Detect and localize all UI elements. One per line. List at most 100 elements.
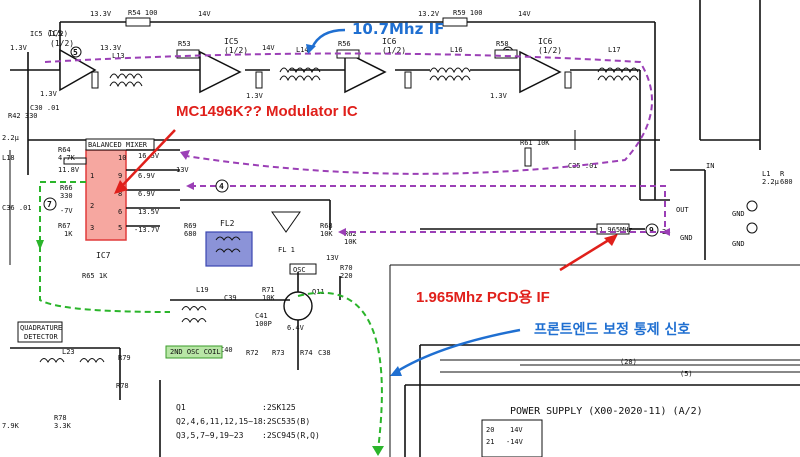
right-frame: [699, 0, 761, 150]
svg-text:R53: R53: [178, 40, 191, 48]
svg-text:9: 9: [649, 226, 654, 235]
svg-text:9: 9: [118, 172, 122, 180]
svg-text:GND: GND: [732, 240, 745, 248]
fl2-label: FL2: [220, 219, 235, 228]
svg-text:13.5V: 13.5V: [138, 208, 160, 216]
svg-text:21: 21: [486, 438, 494, 446]
svg-text:R72: R72: [246, 349, 259, 357]
power-supply-title: POWER SUPPLY (X00-2020-11) (A/2): [510, 406, 703, 417]
coil-l14: L14: [279, 46, 321, 82]
osc-box: OSC: [293, 266, 306, 274]
svg-text:1.3V: 1.3V: [40, 90, 58, 98]
svg-text:C38: C38: [318, 349, 331, 357]
svg-text:R58: R58: [496, 40, 509, 48]
svg-text:R71: R71: [262, 286, 275, 294]
svg-text:20: 20: [486, 426, 494, 434]
if-out-wire: [639, 70, 670, 201]
svg-text:10K: 10K: [320, 230, 333, 238]
svg-text:OUT: OUT: [676, 206, 689, 214]
svg-text:R56: R56: [338, 40, 351, 48]
modulator-annotation: MC1496K?? Modulator IC: [176, 103, 358, 120]
balanced-mixer-label: BALANCED MIXER: [88, 141, 148, 149]
pcd-arrow: [559, 236, 613, 272]
svg-text:7.9K: 7.9K: [2, 422, 20, 430]
svg-text:13V: 13V: [326, 254, 339, 262]
svg-text:1K: 1K: [64, 230, 73, 238]
left-side-parts: L18 C36 .01 2.2μ: [2, 134, 32, 265]
ic6-amp-left: IC6 (1/2): [344, 37, 406, 94]
power-supply-block: (28) (5) POWER SUPPLY (X00-2020-11) (A/2…: [389, 264, 800, 457]
svg-text:2.2μ: 2.2μ: [2, 134, 20, 142]
svg-text:10K: 10K: [262, 294, 275, 302]
svg-text:2.2μ: 2.2μ: [762, 178, 780, 186]
svg-text:14V: 14V: [262, 44, 275, 52]
fl2-filter: FL2: [205, 219, 253, 267]
svg-text:8: 8: [118, 190, 122, 198]
svg-text:13V: 13V: [176, 166, 189, 174]
svg-text:L19: L19: [196, 286, 209, 294]
svg-text:C36 .01: C36 .01: [2, 204, 32, 212]
svg-text:C39: C39: [224, 294, 237, 302]
svg-text:R54 100: R54 100: [128, 9, 158, 17]
svg-text:220: 220: [340, 272, 353, 280]
svg-text:14V: 14V: [198, 10, 211, 18]
svg-text:Q3,5,7~9,19~23: Q3,5,7~9,19~23: [176, 431, 244, 440]
svg-text:R61 10K: R61 10K: [520, 139, 550, 147]
io-connectors: IN OUT GND GND GND 9 24 L1 2.2μ R 680 1.…: [420, 162, 793, 260]
svg-text:14V: 14V: [510, 426, 523, 434]
svg-text:(1/2): (1/2): [50, 39, 74, 48]
svg-text:C30 .01: C30 .01: [30, 104, 60, 112]
if-annotation: 10.7Mhz IF: [352, 20, 444, 38]
ic7-label: IC7: [96, 251, 111, 260]
svg-text:1.3V: 1.3V: [10, 44, 28, 52]
svg-text:(5): (5): [680, 370, 693, 378]
svg-text:IC5: IC5: [224, 37, 239, 46]
svg-text:DETECTOR: DETECTOR: [24, 333, 59, 341]
svg-text:1.3V: 1.3V: [490, 92, 508, 100]
svg-text:GND: GND: [732, 210, 745, 218]
if-arrow: [310, 28, 346, 49]
svg-text:L1: L1: [762, 170, 770, 178]
svg-text:6: 6: [118, 208, 122, 216]
svg-text:R78: R78: [116, 382, 129, 390]
frontend-arrow: [395, 328, 521, 374]
quadrature-detector: QUADRATURE DETECTOR L23 R79 R78 R78 3.3K…: [2, 321, 131, 430]
transistor-list: Q1 Q2,4,6,11,12,15~18 Q3,5,7~9,19~23 :2S…: [159, 380, 320, 457]
svg-text::2SC945(R,Q): :2SC945(R,Q): [262, 431, 320, 440]
svg-text:R79: R79: [118, 354, 131, 362]
svg-text:L23: L23: [62, 348, 75, 356]
svg-text::2SK125: :2SK125: [262, 403, 296, 412]
ic6-amp-right: IC6 (1/2) 5: [502, 37, 562, 94]
if-path-return: [190, 185, 666, 233]
frontend-annotation: 프론트엔드 보정 통제 신호: [534, 321, 690, 338]
svg-text:R62: R62: [344, 230, 357, 238]
svg-text:IC5: IC5: [48, 29, 63, 38]
osc-coil-label: 2ND OSC COIL: [170, 348, 221, 356]
svg-text:R67: R67: [58, 222, 71, 230]
svg-text:680: 680: [780, 178, 793, 186]
ic7-balanced-mixer: BALANCED MIXER IC7 1 2 3 10 9 8 6 5: [85, 138, 155, 260]
svg-text:R74: R74: [300, 349, 313, 357]
svg-text:10: 10: [118, 154, 126, 162]
svg-text:R70: R70: [340, 264, 353, 272]
svg-text:R: R: [780, 170, 785, 178]
svg-text:L18: L18: [2, 154, 15, 162]
svg-text:5: 5: [118, 224, 122, 232]
svg-text::2SC535(B): :2SC535(B): [262, 417, 310, 426]
svg-text:6.9V: 6.9V: [138, 172, 156, 180]
svg-text:R64: R64: [58, 146, 71, 154]
svg-text:R78: R78: [54, 414, 67, 422]
svg-text:Q2,4,6,11,12,15~18: Q2,4,6,11,12,15~18: [176, 417, 263, 426]
svg-text:IC5 (1/2): IC5 (1/2): [30, 30, 68, 38]
osc-path-right: [297, 291, 383, 451]
svg-text:R42 330: R42 330: [8, 112, 38, 120]
svg-text:(28): (28): [620, 358, 637, 366]
pcd-annotation: 1.965Mhz PCD용 IF: [416, 289, 550, 306]
freq-box: 1.965MHz: [599, 226, 633, 234]
svg-text:C40: C40: [220, 346, 233, 354]
svg-text:IC6: IC6: [382, 37, 397, 46]
svg-text:4: 4: [219, 182, 224, 191]
svg-text:R59 100: R59 100: [453, 9, 483, 17]
svg-text:14V: 14V: [518, 10, 531, 18]
